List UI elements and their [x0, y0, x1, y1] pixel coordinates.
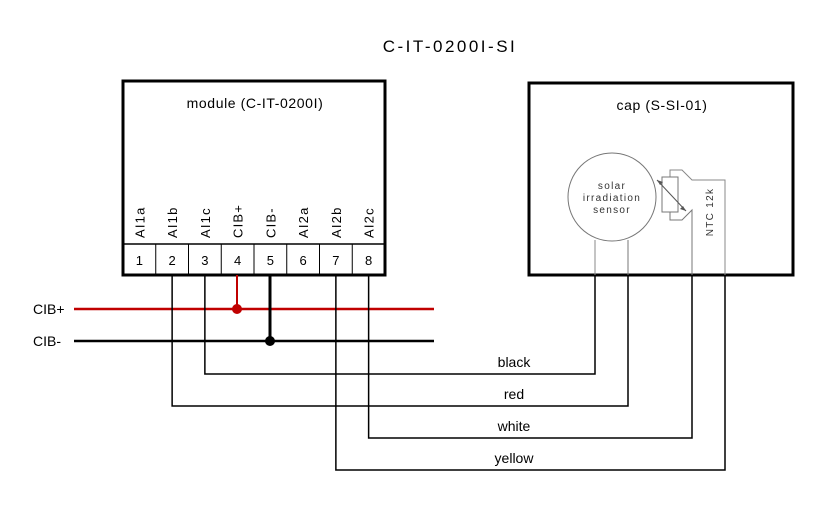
irradiation-sensor-line-3: sensor: [593, 205, 631, 216]
bus-plus-label: CIB+: [33, 301, 65, 317]
bus-minus-junction: [265, 336, 275, 346]
terminal-name: CIB+: [231, 204, 246, 238]
wire-label: yellow: [495, 450, 535, 466]
ntc-label: NTC 12k: [705, 188, 716, 237]
wire-yellow: [335, 275, 726, 471]
terminal-number: 2: [169, 253, 176, 268]
terminal-number: 5: [267, 253, 274, 268]
terminal-name: AI2a: [296, 206, 311, 238]
wire-white: [367, 275, 693, 439]
terminal-name: AI2b: [329, 206, 344, 238]
wire-black: [204, 275, 596, 375]
irradiation-sensor-line-2: irradiation: [583, 193, 641, 204]
module-box: module (C-IT-0200I) 1 AI1a 2 AI1b 3 AI1c 4 CIB+…: [121, 79, 387, 277]
wire-label: white: [497, 418, 531, 434]
diagram-title: C-IT-0200I-SI: [383, 37, 518, 56]
terminal-number: 7: [332, 253, 339, 268]
signal-wires: black red white yellow: [171, 275, 726, 471]
terminal-number: 8: [365, 253, 372, 268]
terminal-name: CIB-: [263, 207, 278, 238]
cap-label: cap (S-SI-01): [616, 97, 707, 113]
bus-plus-junction: [232, 304, 242, 314]
ntc-thermistor-icon: [656, 169, 726, 275]
terminal-name: AI1a: [132, 206, 147, 238]
sensor-cap-box: cap (S-SI-01) solar irradiation sensor N…: [527, 81, 795, 277]
terminal-number: 1: [136, 253, 143, 268]
wire-red: [171, 275, 629, 407]
wire-label: black: [498, 354, 532, 370]
terminal-number: 3: [201, 253, 208, 268]
module-outline: [121, 79, 387, 277]
terminal-name: AI1b: [165, 206, 180, 238]
irradiation-sensor-icon: [567, 152, 657, 242]
bus-minus-label: CIB-: [33, 333, 61, 349]
module-label: module (C-IT-0200I): [187, 95, 324, 111]
wire-label: red: [504, 386, 524, 402]
terminal-name: AI2c: [362, 207, 377, 238]
terminal-strip: 1 AI1a 2 AI1b 3 AI1c 4 CIB+ 5 CIB- 6 AI2a 7 AI2b 8 AI2c: [132, 204, 377, 275]
terminal-number: 4: [234, 253, 241, 268]
irradiation-sensor-line-1: solar: [598, 181, 626, 192]
terminal-name: AI1c: [198, 207, 213, 238]
terminal-number: 6: [300, 253, 307, 268]
